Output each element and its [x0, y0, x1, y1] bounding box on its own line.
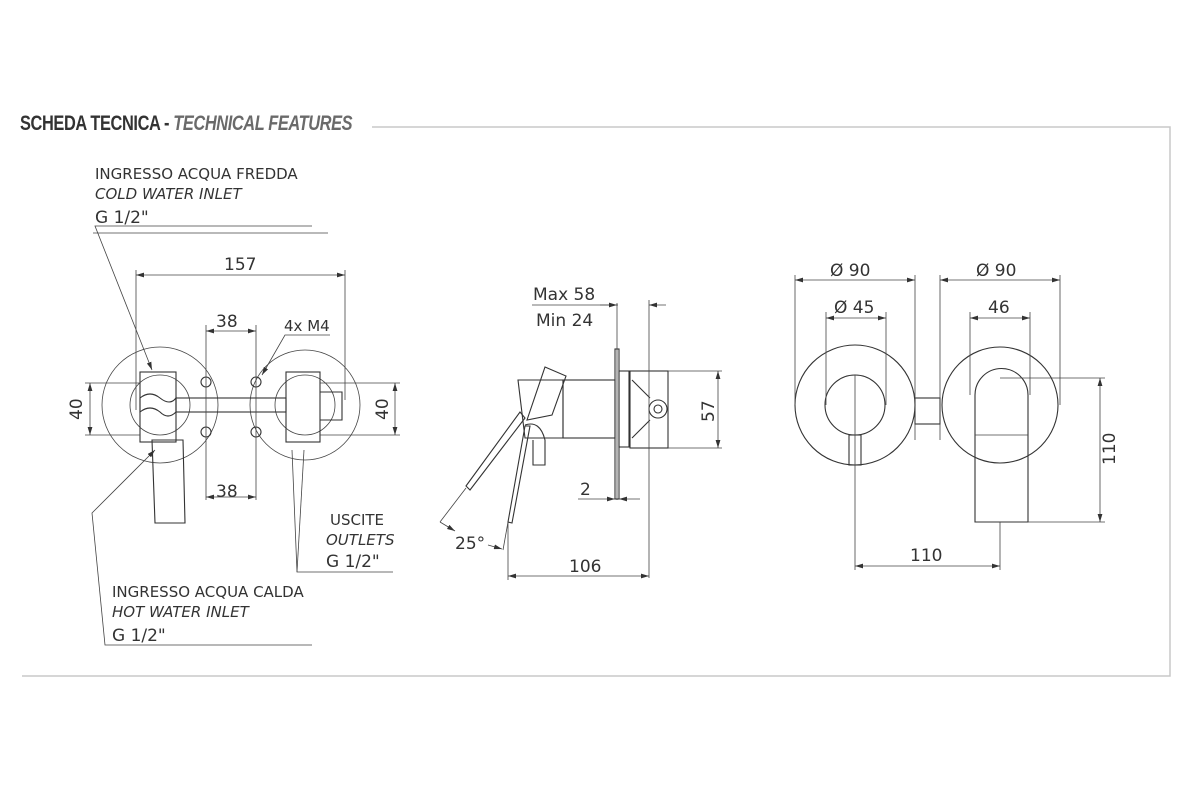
- dim-width: 157: [224, 255, 256, 275]
- dim-height: 57: [699, 400, 719, 422]
- rear-view-labels: Ø 90 Ø 90 Ø 45 46 110 110: [830, 261, 1120, 566]
- dim-plate: 2: [580, 480, 591, 500]
- outlets-label-en: OUTLETS: [326, 531, 395, 549]
- dim-spacing: 110: [910, 546, 942, 566]
- front-view-labels: INGRESSO ACQUA FREDDA COLD WATER INLET G…: [67, 165, 395, 646]
- side-view-labels: Max 58 Min 24 57 2 106 25°: [455, 285, 719, 577]
- dim-right-inner: 46: [988, 298, 1010, 318]
- cold-inlet-label: INGRESSO ACQUA FREDDA: [95, 165, 298, 183]
- side-view: [439, 300, 722, 580]
- dim-rear-height: 110: [1100, 433, 1120, 465]
- hot-inlet-label: INGRESSO ACQUA CALDA: [112, 583, 304, 601]
- dim-left-plate-dia: Ø 90: [830, 261, 870, 281]
- rear-view: [794, 275, 1105, 570]
- front-view: [85, 225, 400, 646]
- dim-angle: 25°: [455, 534, 485, 554]
- title-main: SCHEDA TECNICA -: [20, 112, 174, 135]
- title-sub: TECHNICAL FEATURES: [173, 112, 353, 135]
- hot-inlet-size: G 1/2": [112, 626, 166, 646]
- dim-bottom-spacing: 38: [216, 482, 238, 502]
- dim-left-inner-dia: Ø 45: [834, 298, 874, 318]
- frame: [22, 126, 1171, 677]
- dim-right-plate-dia: Ø 90: [976, 261, 1016, 281]
- page-title: SCHEDA TECNICA - TECHNICAL FEATURES: [20, 112, 353, 136]
- outlets-size: G 1/2": [326, 552, 380, 572]
- dim-depth: 106: [569, 557, 601, 577]
- dim-max: Max 58: [533, 285, 595, 305]
- outlets-label: USCITE: [330, 511, 384, 529]
- dim-top-spacing: 38: [216, 312, 238, 332]
- dim-right-height: 40: [373, 398, 393, 420]
- cold-inlet-size: G 1/2": [95, 208, 149, 228]
- cold-inlet-label-en: COLD WATER INLET: [95, 185, 244, 203]
- dim-min: Min 24: [536, 311, 593, 331]
- dim-left-height: 40: [67, 398, 87, 420]
- hot-inlet-label-en: HOT WATER INLET: [112, 603, 251, 621]
- screws-label: 4x M4: [284, 317, 330, 335]
